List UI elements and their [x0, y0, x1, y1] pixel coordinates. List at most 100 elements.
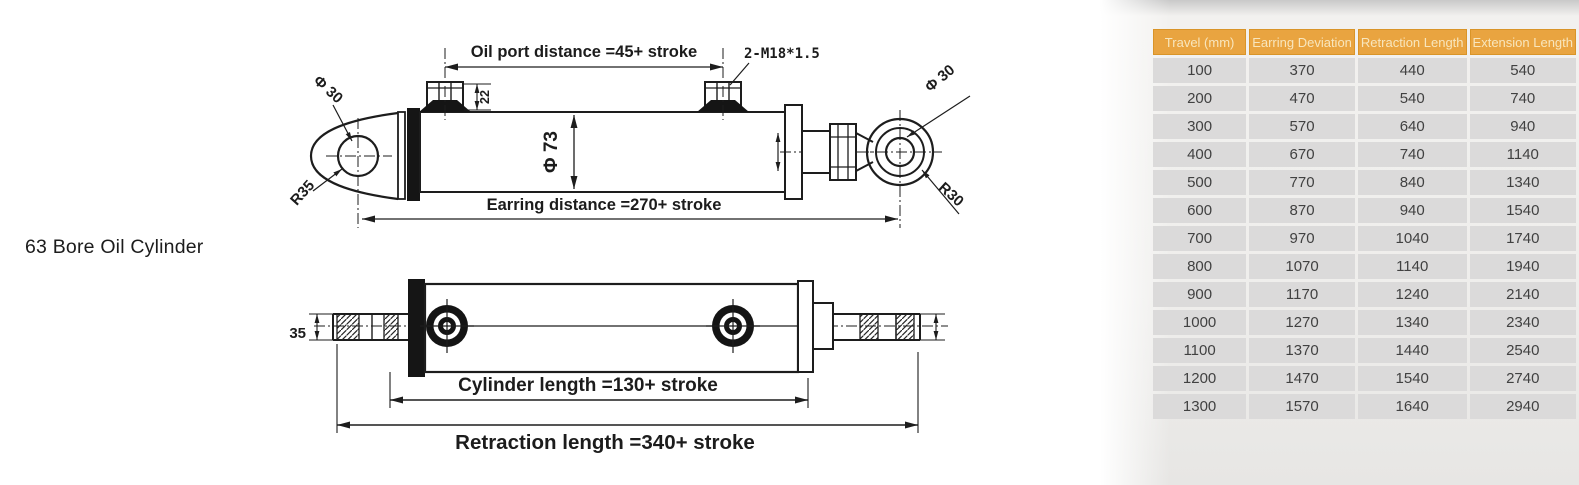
- table-cell: 740: [1357, 142, 1467, 167]
- table-cell: 740: [1469, 86, 1576, 111]
- table-cell: 540: [1469, 58, 1576, 83]
- table-cell: 800: [1153, 254, 1247, 279]
- gland-step: [812, 302, 834, 350]
- table-cell: 2140: [1469, 282, 1576, 307]
- table-cell: 1170: [1249, 282, 1355, 307]
- header-extension-length: Extension Length: [1469, 29, 1576, 55]
- left-earring: [309, 111, 399, 228]
- table-cell: 1300: [1153, 394, 1247, 419]
- right-earring: [858, 110, 942, 228]
- header-earring-deviation: Earring Deviation: [1249, 29, 1355, 55]
- table-cell: 2540: [1469, 338, 1576, 363]
- table-cell: 700: [1153, 226, 1247, 251]
- oil-port-distance-label: Oil port distance =45+ stroke: [471, 43, 698, 61]
- rod-nut: [829, 123, 857, 181]
- left-eye-radius-label: R35: [287, 177, 318, 209]
- table-cell: 570: [1249, 114, 1355, 139]
- right-eye-diameter-label: Φ 30: [922, 61, 958, 95]
- table-cell: 1470: [1249, 366, 1355, 391]
- port-boss-right: [706, 299, 760, 353]
- table-cell: 1000: [1153, 310, 1247, 335]
- piston-rod: [801, 130, 831, 174]
- table-cell: 1440: [1357, 338, 1467, 363]
- table-cell: 1540: [1469, 198, 1576, 223]
- head-flange: [408, 279, 425, 377]
- table-cell: 640: [1357, 114, 1467, 139]
- rod-width-dimension: 35: [289, 313, 334, 342]
- table-cell: 440: [1357, 58, 1467, 83]
- table-cell: 940: [1357, 198, 1467, 223]
- table-cell: 540: [1357, 86, 1467, 111]
- table-cell: 1070: [1249, 254, 1355, 279]
- table-cell: 1740: [1469, 226, 1576, 251]
- thread-spec-label: 2-M18*1.5: [744, 46, 820, 62]
- end-flange-plan: [797, 280, 814, 373]
- header-retraction-length: Retraction Length: [1357, 29, 1467, 55]
- plan-view-dimensions: Cylinder length =130+ stroke Retraction …: [336, 344, 919, 454]
- port-boss-left: [420, 299, 474, 353]
- side-view: [309, 48, 942, 228]
- table-cell: 1940: [1469, 254, 1576, 279]
- bore-diameter-label: Φ 73: [541, 131, 562, 173]
- port-height-label: 22: [478, 90, 492, 104]
- table-cell: 840: [1357, 170, 1467, 195]
- table-cell: 300: [1153, 114, 1247, 139]
- page-title: 63 Bore Oil Cylinder: [25, 236, 204, 258]
- table-cell: 1140: [1357, 254, 1467, 279]
- retraction-length-label: Retraction length =340+ stroke: [455, 431, 755, 454]
- table-cell: 600: [1153, 198, 1247, 223]
- cylinder-barrel: [419, 111, 786, 193]
- right-eye-radius-label: R30: [935, 179, 967, 210]
- plan-view: 35: [289, 279, 948, 377]
- rod-width-label: 35: [289, 325, 306, 342]
- cylinder-length-label: Cylinder length =130+ stroke: [458, 375, 718, 396]
- table-cell: 1040: [1357, 226, 1467, 251]
- table-cell: 1100: [1153, 338, 1247, 363]
- left-rod: [332, 313, 412, 341]
- earring-distance-label: Earring distance =270+ stroke: [487, 196, 722, 214]
- table-cell: 770: [1249, 170, 1355, 195]
- table-cell: 970: [1249, 226, 1355, 251]
- table-cell: 2340: [1469, 310, 1576, 335]
- right-rod: [833, 313, 921, 341]
- eye-taper-bottom: [855, 161, 874, 172]
- oil-port-left: [419, 48, 471, 120]
- table-cell: 200: [1153, 86, 1247, 111]
- table-header-row: Travel (mm) Earring Deviation Retraction…: [1153, 29, 1576, 55]
- table-cell: 940: [1469, 114, 1576, 139]
- left-eye-diameter-label: Φ 30: [310, 72, 346, 107]
- table-cell: 400: [1153, 142, 1247, 167]
- weld-band: [407, 108, 420, 201]
- table-cell: 1340: [1469, 170, 1576, 195]
- table-cell: 2940: [1469, 394, 1576, 419]
- technical-drawing: Oil port distance =45+ stroke 2-M18*1.5 …: [287, 43, 971, 454]
- table-cell: 900: [1153, 282, 1247, 307]
- table-cell: 1240: [1357, 282, 1467, 307]
- table-cell: 1270: [1249, 310, 1355, 335]
- table-cell: 1200: [1153, 366, 1247, 391]
- table-cell: 1570: [1249, 394, 1355, 419]
- header-travel: Travel (mm): [1153, 29, 1247, 55]
- table-cell: 2740: [1469, 366, 1576, 391]
- table-cell: 1340: [1357, 310, 1467, 335]
- table-cell: 870: [1249, 198, 1355, 223]
- table-cell: 1370: [1249, 338, 1355, 363]
- spec-table: Travel (mm) Earring Deviation Retraction…: [1150, 26, 1579, 422]
- table-cell: 1140: [1469, 142, 1576, 167]
- table-cell: 370: [1249, 58, 1355, 83]
- eye-taper-top: [855, 132, 874, 143]
